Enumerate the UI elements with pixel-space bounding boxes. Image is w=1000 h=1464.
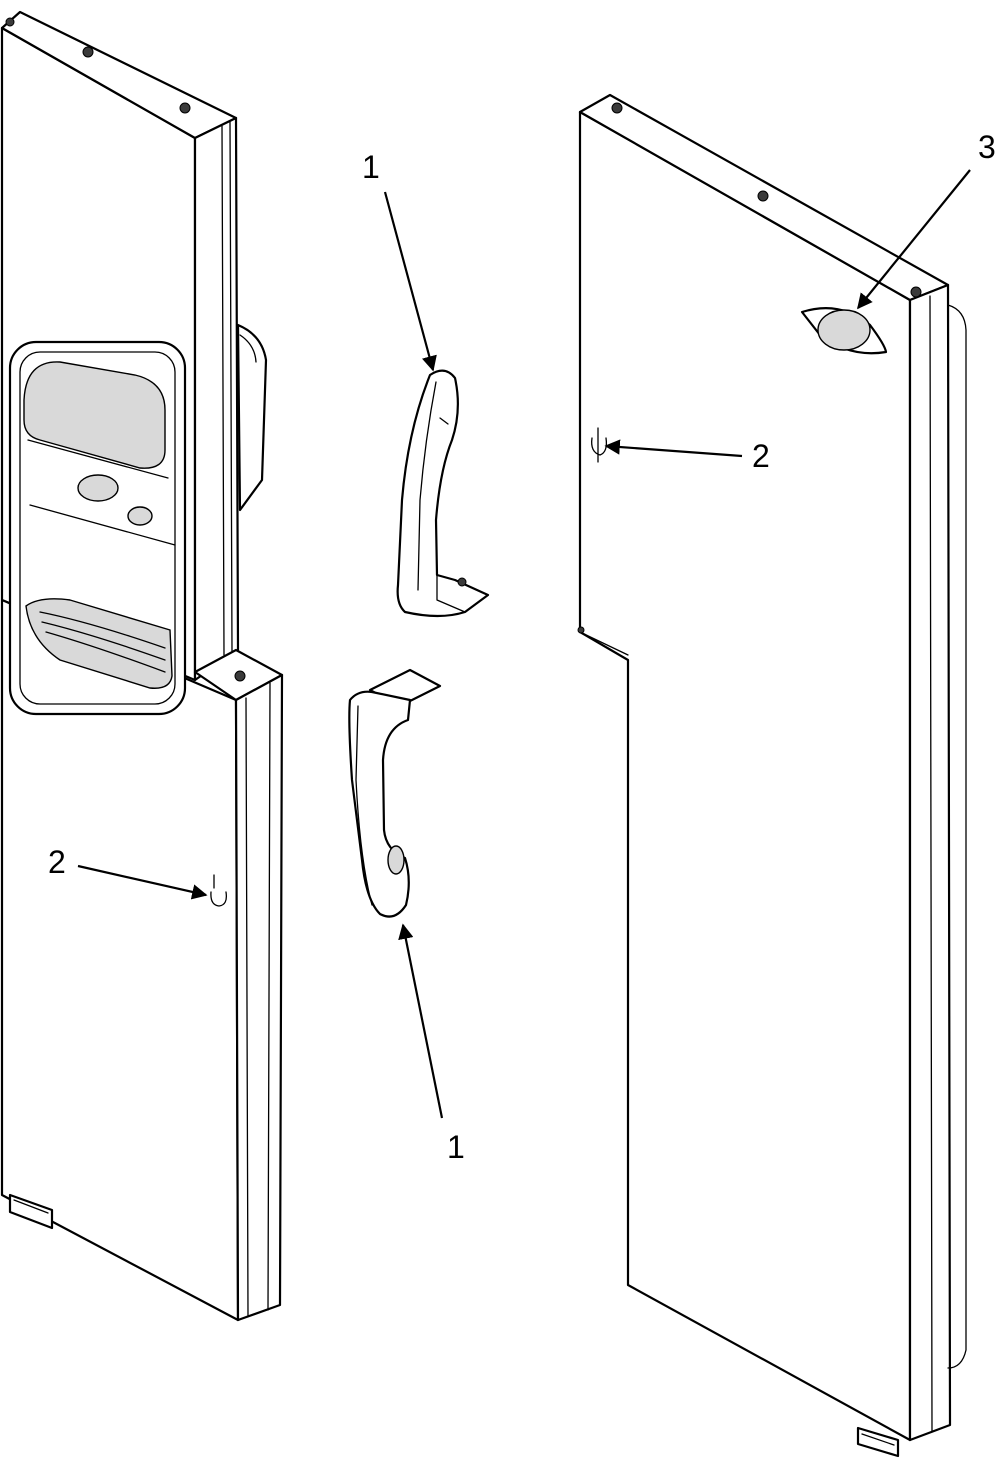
dispenser-paddle xyxy=(77,474,119,502)
handle-upper-grip xyxy=(396,369,490,618)
callout-plug-left: 2 xyxy=(48,844,208,900)
leader-arrow xyxy=(383,191,437,372)
callout-plate: 3 xyxy=(857,129,996,310)
callout-label: 1 xyxy=(447,1129,465,1165)
fresh-food-door-side xyxy=(908,283,952,1442)
handle-lower-grip xyxy=(348,690,412,918)
callout-label: 1 xyxy=(362,149,380,185)
fresh-food-door xyxy=(577,93,967,1458)
dispenser-control-panel xyxy=(23,361,166,469)
callout-label: 3 xyxy=(978,129,996,165)
callout-handle-lower: 1 xyxy=(398,923,465,1165)
fresh-food-door-bottom-hinge xyxy=(856,1426,900,1458)
callout-handle-upper: 1 xyxy=(362,149,437,372)
leader-arrow xyxy=(857,169,971,310)
leader-arrow xyxy=(604,439,743,458)
freezer-door-hinge xyxy=(236,323,268,512)
callout-plug-right: 2 xyxy=(604,438,770,474)
freezer-door xyxy=(0,10,284,1322)
freezer-door-plug xyxy=(210,874,227,907)
leader-arrow xyxy=(398,923,444,1119)
callout-label: 2 xyxy=(752,438,770,474)
handle-lower-part xyxy=(348,668,442,918)
callout-label: 2 xyxy=(48,844,66,880)
dispenser-drip-tray xyxy=(25,598,173,689)
leader-arrow xyxy=(77,864,208,900)
freezer-door-lower-side xyxy=(234,673,284,1322)
fresh-food-door-front xyxy=(578,110,912,1442)
freezer-door-bottom-hinge xyxy=(8,1193,54,1230)
handle-upper-part xyxy=(396,369,490,618)
